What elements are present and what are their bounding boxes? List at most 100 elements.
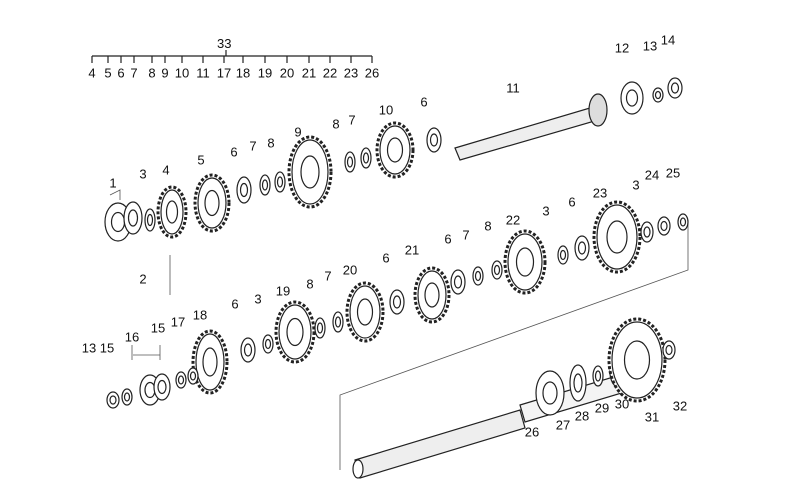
callout-20: 20 (342, 262, 358, 278)
callout-8: 8 (267, 135, 275, 151)
callout-24: 24 (644, 167, 660, 183)
ring-or-bearing (472, 266, 484, 286)
callout-30: 30 (614, 396, 630, 412)
callout-6: 6 (420, 94, 428, 110)
group-member-20: 20 (279, 65, 295, 81)
ring-or-bearing (574, 235, 590, 261)
callout-7: 7 (324, 268, 332, 284)
callout-22: 22 (505, 212, 521, 228)
callout-8: 8 (484, 218, 492, 234)
callout-3: 3 (542, 203, 550, 219)
callout-9: 9 (294, 124, 302, 140)
ring-or-bearing (652, 87, 664, 103)
ring-or-bearing (426, 127, 442, 153)
gear (607, 317, 667, 403)
ring-or-bearing (314, 317, 326, 339)
ring-or-bearing (491, 260, 503, 280)
group-member-7: 7 (130, 65, 138, 81)
callout-29: 29 (594, 400, 610, 416)
ring-or-bearing (332, 311, 344, 333)
callout-27: 27 (555, 417, 571, 433)
callout-19: 19 (275, 283, 291, 299)
callout-14: 14 (660, 32, 676, 48)
gear (191, 329, 229, 395)
callout-3: 3 (632, 177, 640, 193)
ring-or-bearing (123, 201, 143, 235)
callout-2: 2 (139, 271, 147, 287)
gear (156, 185, 188, 239)
ring-or-bearing (274, 171, 286, 193)
callout-6: 6 (568, 194, 576, 210)
ring-or-bearing (620, 81, 644, 115)
gear (345, 281, 385, 343)
callout-26: 26 (524, 424, 540, 440)
callout-7: 7 (249, 138, 257, 154)
callout-7: 7 (462, 227, 470, 243)
group-member-9: 9 (161, 65, 169, 81)
ring-or-bearing (187, 367, 199, 385)
ring-or-bearing (153, 373, 171, 401)
callout-3: 3 (254, 291, 262, 307)
group-member-21: 21 (301, 65, 317, 81)
ring-or-bearing (236, 176, 252, 204)
ring-or-bearing (262, 334, 274, 354)
callout-16: 16 (124, 329, 140, 345)
ring-or-bearing (677, 213, 689, 231)
ring-or-bearing (240, 337, 256, 363)
callout-13: 13 (81, 340, 97, 356)
ring-or-bearing (657, 216, 671, 236)
group-member-5: 5 (104, 65, 112, 81)
callout-31: 31 (644, 409, 660, 425)
callout-6: 6 (231, 296, 239, 312)
ring-or-bearing (535, 370, 565, 416)
ring-or-bearing (640, 221, 654, 243)
group-member-8: 8 (148, 65, 156, 81)
callout-18: 18 (192, 307, 208, 323)
gear (413, 266, 451, 324)
group-member-26: 26 (364, 65, 380, 81)
callout-25: 25 (665, 165, 681, 181)
callout-32: 32 (672, 398, 688, 414)
callout-8: 8 (332, 116, 340, 132)
callout-6: 6 (230, 144, 238, 160)
callout-5: 5 (197, 152, 205, 168)
callout-6: 6 (382, 250, 390, 266)
callout-12: 12 (614, 40, 630, 56)
ring-or-bearing (175, 371, 187, 389)
group-member-19: 19 (257, 65, 273, 81)
callout-21: 21 (404, 242, 420, 258)
group-number: 33 (217, 36, 232, 51)
ring-or-bearing (360, 147, 372, 169)
gear (287, 135, 333, 209)
ring-or-bearing (144, 208, 156, 232)
ring-or-bearing (592, 365, 604, 387)
ring-or-bearing (259, 174, 271, 196)
gear (503, 229, 547, 295)
callout-10: 10 (378, 102, 394, 118)
callout-3: 3 (139, 166, 147, 182)
callout-15: 15 (150, 320, 166, 336)
ring-or-bearing (121, 388, 133, 406)
group-member-11: 11 (196, 65, 210, 81)
ring-or-bearing (389, 289, 405, 315)
ring-or-bearing (106, 391, 120, 409)
group-member-10: 10 (174, 65, 190, 81)
callout-11: 11 (506, 80, 520, 96)
callout-1: 1 (109, 175, 117, 191)
group-member-4: 4 (88, 65, 96, 81)
callout-4: 4 (162, 162, 170, 178)
gear (193, 173, 231, 233)
gear (592, 200, 642, 274)
callout-23: 23 (592, 185, 608, 201)
leader-lines (109, 189, 689, 470)
ring-or-bearing (450, 269, 466, 295)
ring-or-bearing (557, 245, 569, 265)
gear (274, 300, 316, 364)
group-bracket (92, 50, 372, 57)
group-member-17: 17 (216, 65, 232, 81)
group-member-22: 22 (322, 65, 338, 81)
callout-17: 17 (170, 314, 186, 330)
callout-28: 28 (574, 408, 590, 424)
